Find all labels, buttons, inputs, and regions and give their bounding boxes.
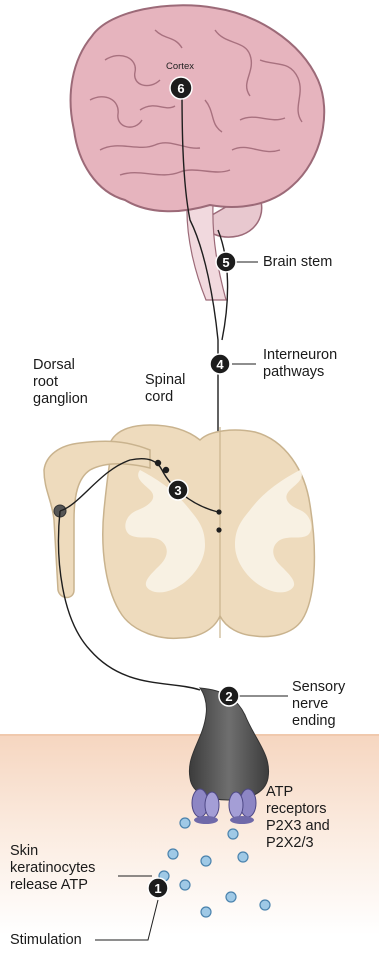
atp-molecule xyxy=(201,907,211,917)
skin-keratinocytes-label: Skin keratinocytes release ATP xyxy=(10,843,95,894)
atp-molecule xyxy=(180,818,190,828)
atp-molecule xyxy=(201,856,211,866)
badge-1-number: 1 xyxy=(154,881,161,896)
badge-3: 3 xyxy=(168,480,188,500)
receptor-right xyxy=(229,789,256,824)
atp-molecule xyxy=(168,849,178,859)
sensory-nerve-label: Sensory nerve ending xyxy=(292,679,379,730)
atp-molecule xyxy=(226,892,236,902)
receptor-left xyxy=(192,789,219,824)
synapse-dot-2 xyxy=(216,527,221,532)
badge-2: 2 xyxy=(219,686,239,706)
spinal-cord-label: Spinal cord xyxy=(145,372,185,406)
badge-6: 6 xyxy=(170,77,192,99)
axon-dot-1 xyxy=(156,461,161,466)
atp-receptors-label: ATP receptors P2X3 and P2X2/3 xyxy=(266,784,330,852)
atp-molecule xyxy=(260,900,270,910)
cortex-label: Cortex xyxy=(166,61,194,72)
dorsal-root-label: Dorsal root ganglion xyxy=(33,357,88,408)
interneuron-label: Interneuron pathways xyxy=(263,347,337,381)
axon-dot-2 xyxy=(164,468,169,473)
stimulation-label: Stimulation xyxy=(10,932,82,949)
cerebrum xyxy=(71,5,325,211)
badge-6-number: 6 xyxy=(177,81,184,96)
badge-5-number: 5 xyxy=(222,255,229,270)
badge-5: 5 xyxy=(216,252,236,272)
atp-molecule xyxy=(180,880,190,890)
atp-molecule xyxy=(238,852,248,862)
badge-1: 1 xyxy=(148,878,168,898)
brain-stem-label: Brain stem xyxy=(263,254,332,271)
badge-2-number: 2 xyxy=(225,689,232,704)
badge-3-number: 3 xyxy=(174,483,181,498)
atp-molecule xyxy=(228,829,238,839)
badge-4: 4 xyxy=(210,354,230,374)
badge-4-number: 4 xyxy=(216,357,224,372)
